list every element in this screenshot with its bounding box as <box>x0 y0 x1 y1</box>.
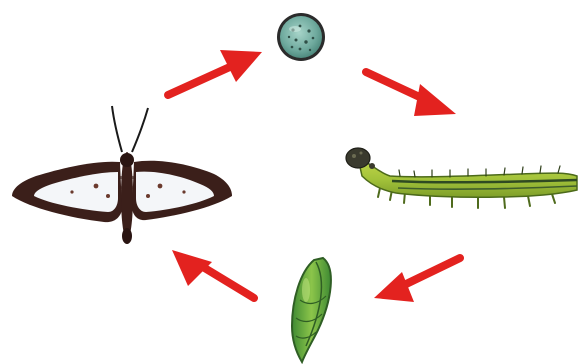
arrow-pupa-to-adult <box>172 250 254 298</box>
caterpillar-icon <box>346 148 577 208</box>
chrysalis-icon <box>292 258 331 362</box>
egg-icon <box>277 13 325 61</box>
arrow-adult-to-egg <box>168 50 262 95</box>
moth-icon <box>12 106 232 244</box>
arrow-egg-to-larva <box>366 72 456 116</box>
arrow-larva-to-pupa <box>374 258 460 302</box>
